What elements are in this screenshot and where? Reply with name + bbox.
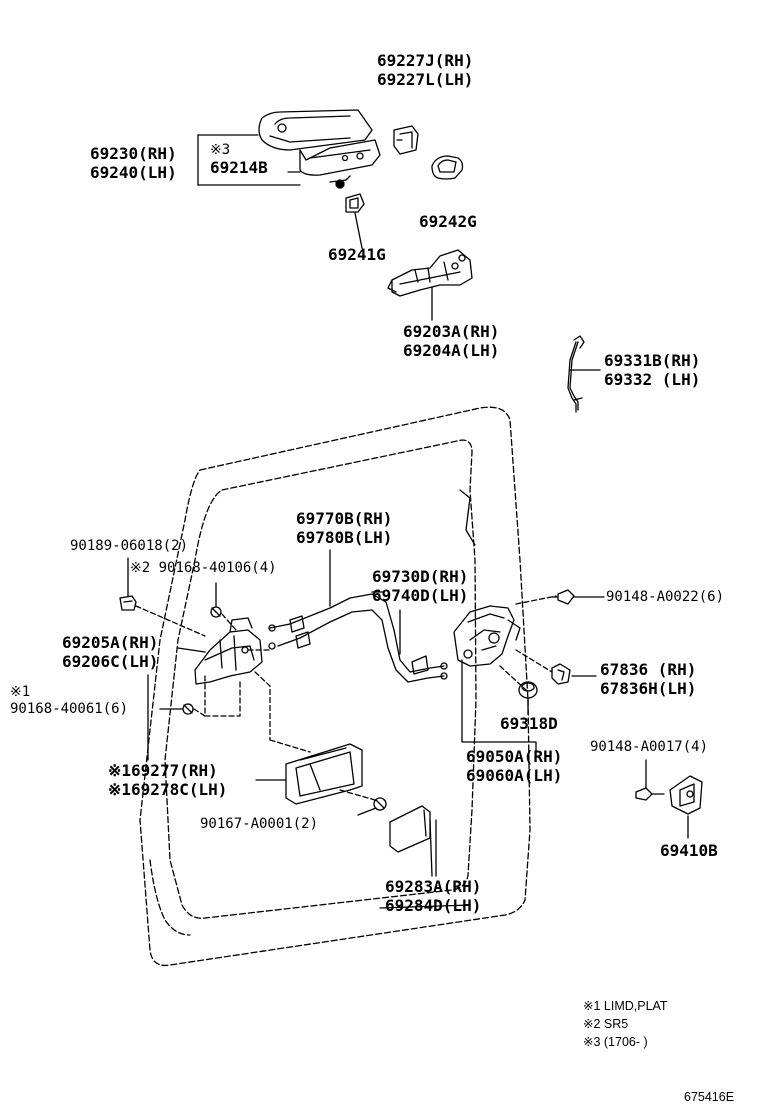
door-frame-outline bbox=[139, 406, 531, 967]
label-69283a-rh: 69283A(RH) bbox=[385, 877, 482, 896]
label-69277-rh: ※169277(RH) bbox=[108, 761, 218, 780]
door-lock-69050 bbox=[453, 605, 521, 667]
leader-69050 bbox=[461, 659, 537, 753]
striker-69410b bbox=[669, 775, 703, 815]
label-69740d-lh: 69740D(LH) bbox=[372, 586, 469, 605]
handle-cap bbox=[393, 125, 419, 155]
inside-handle-69205 bbox=[194, 617, 263, 685]
label-69284d-lh: 69284D(LH) bbox=[385, 896, 482, 915]
label-69060a-lh: 69060A(LH) bbox=[466, 766, 563, 785]
note-1: ※1 LIMD,PLAT bbox=[583, 999, 668, 1013]
label-90189-06018: 90189-06018(2) bbox=[70, 538, 189, 554]
label-69331b-rh: 69331B(RH) bbox=[604, 351, 701, 370]
label-mark-3: ※3 bbox=[210, 142, 231, 158]
cover-69283 bbox=[389, 805, 431, 853]
clip-90189 bbox=[119, 595, 137, 611]
label-67836h-lh: 67836H(LH) bbox=[600, 679, 697, 698]
leader-90167-a0001 bbox=[357, 807, 377, 816]
dash-90167 bbox=[339, 789, 376, 801]
label-69240-lh: 69240(LH) bbox=[90, 163, 177, 182]
label-69206c-lh: 69206C(LH) bbox=[62, 652, 159, 671]
bumper-67836 bbox=[551, 663, 571, 685]
label-69204a-lh: 69204A(LH) bbox=[403, 341, 500, 360]
outside-handle bbox=[258, 109, 381, 176]
label-67836-rh: 67836 (RH) bbox=[600, 660, 697, 679]
leader-69230 bbox=[197, 134, 301, 186]
label-69227-lh: 69227L(LH) bbox=[377, 70, 474, 89]
label-69730d-rh: 69730D(RH) bbox=[372, 567, 469, 586]
screw-90168-40106 bbox=[210, 606, 222, 618]
label-69278c-lh: ※169278C(LH) bbox=[108, 780, 228, 799]
bezel-69277 bbox=[285, 743, 363, 805]
dash-90189 bbox=[135, 605, 206, 637]
label-69227-rh: 69227J(RH) bbox=[377, 51, 474, 70]
dash-69205 bbox=[204, 649, 311, 753]
leader-69283c bbox=[379, 904, 471, 909]
screw-90148-a0017 bbox=[635, 787, 665, 801]
dash-90168-40106 bbox=[221, 613, 237, 631]
label-90148-a0017: 90148-A0017(4) bbox=[590, 739, 709, 755]
leader-69283 bbox=[429, 819, 433, 877]
label-90168-40061: 90168-40061(6) bbox=[10, 701, 129, 717]
label-69780b-lh: 69780B(LH) bbox=[296, 528, 393, 547]
note-3: ※3 (1706- ) bbox=[583, 1035, 648, 1049]
label-69214b: 69214B bbox=[210, 158, 268, 177]
label-69242g: 69242G bbox=[419, 212, 477, 231]
label-69770b-rh: 69770B(RH) bbox=[296, 509, 393, 528]
screw-69214 bbox=[329, 175, 351, 189]
pad-69242g bbox=[431, 155, 464, 180]
label-69410b: 69410B bbox=[660, 841, 718, 860]
leader-69205 bbox=[177, 647, 206, 653]
handle-frame-69203 bbox=[387, 249, 473, 297]
screw-90168-40061 bbox=[182, 703, 194, 715]
label-69205a-rh: 69205A(RH) bbox=[62, 633, 159, 652]
rod-69331 bbox=[567, 335, 585, 413]
screw-90148-a0022 bbox=[551, 589, 575, 605]
label-69230-rh: 69230(RH) bbox=[90, 144, 177, 163]
dash-90168-40061 bbox=[193, 708, 206, 717]
screw-90167-a0001 bbox=[373, 797, 387, 811]
label-69203a-rh: 69203A(RH) bbox=[403, 322, 500, 341]
label-69318d: 69318D bbox=[500, 714, 558, 733]
leader-69241g bbox=[354, 212, 363, 249]
label-mark-1: ※1 bbox=[10, 684, 31, 700]
label-69332-lh: 69332 (LH) bbox=[604, 370, 701, 389]
label-90168-40106: ※2 90168-40106(4) bbox=[130, 560, 277, 576]
cables bbox=[268, 593, 448, 683]
label-69050a-rh: 69050A(RH) bbox=[466, 747, 563, 766]
pad-69241g bbox=[345, 193, 365, 213]
label-90167-a0001: 90167-A0001(2) bbox=[200, 816, 319, 832]
label-90148-a0022: 90148-A0022(6) bbox=[606, 589, 725, 605]
note-2: ※2 SR5 bbox=[583, 1017, 629, 1031]
label-69241g: 69241G bbox=[328, 245, 386, 264]
figure-id: 675416E bbox=[684, 1090, 735, 1104]
